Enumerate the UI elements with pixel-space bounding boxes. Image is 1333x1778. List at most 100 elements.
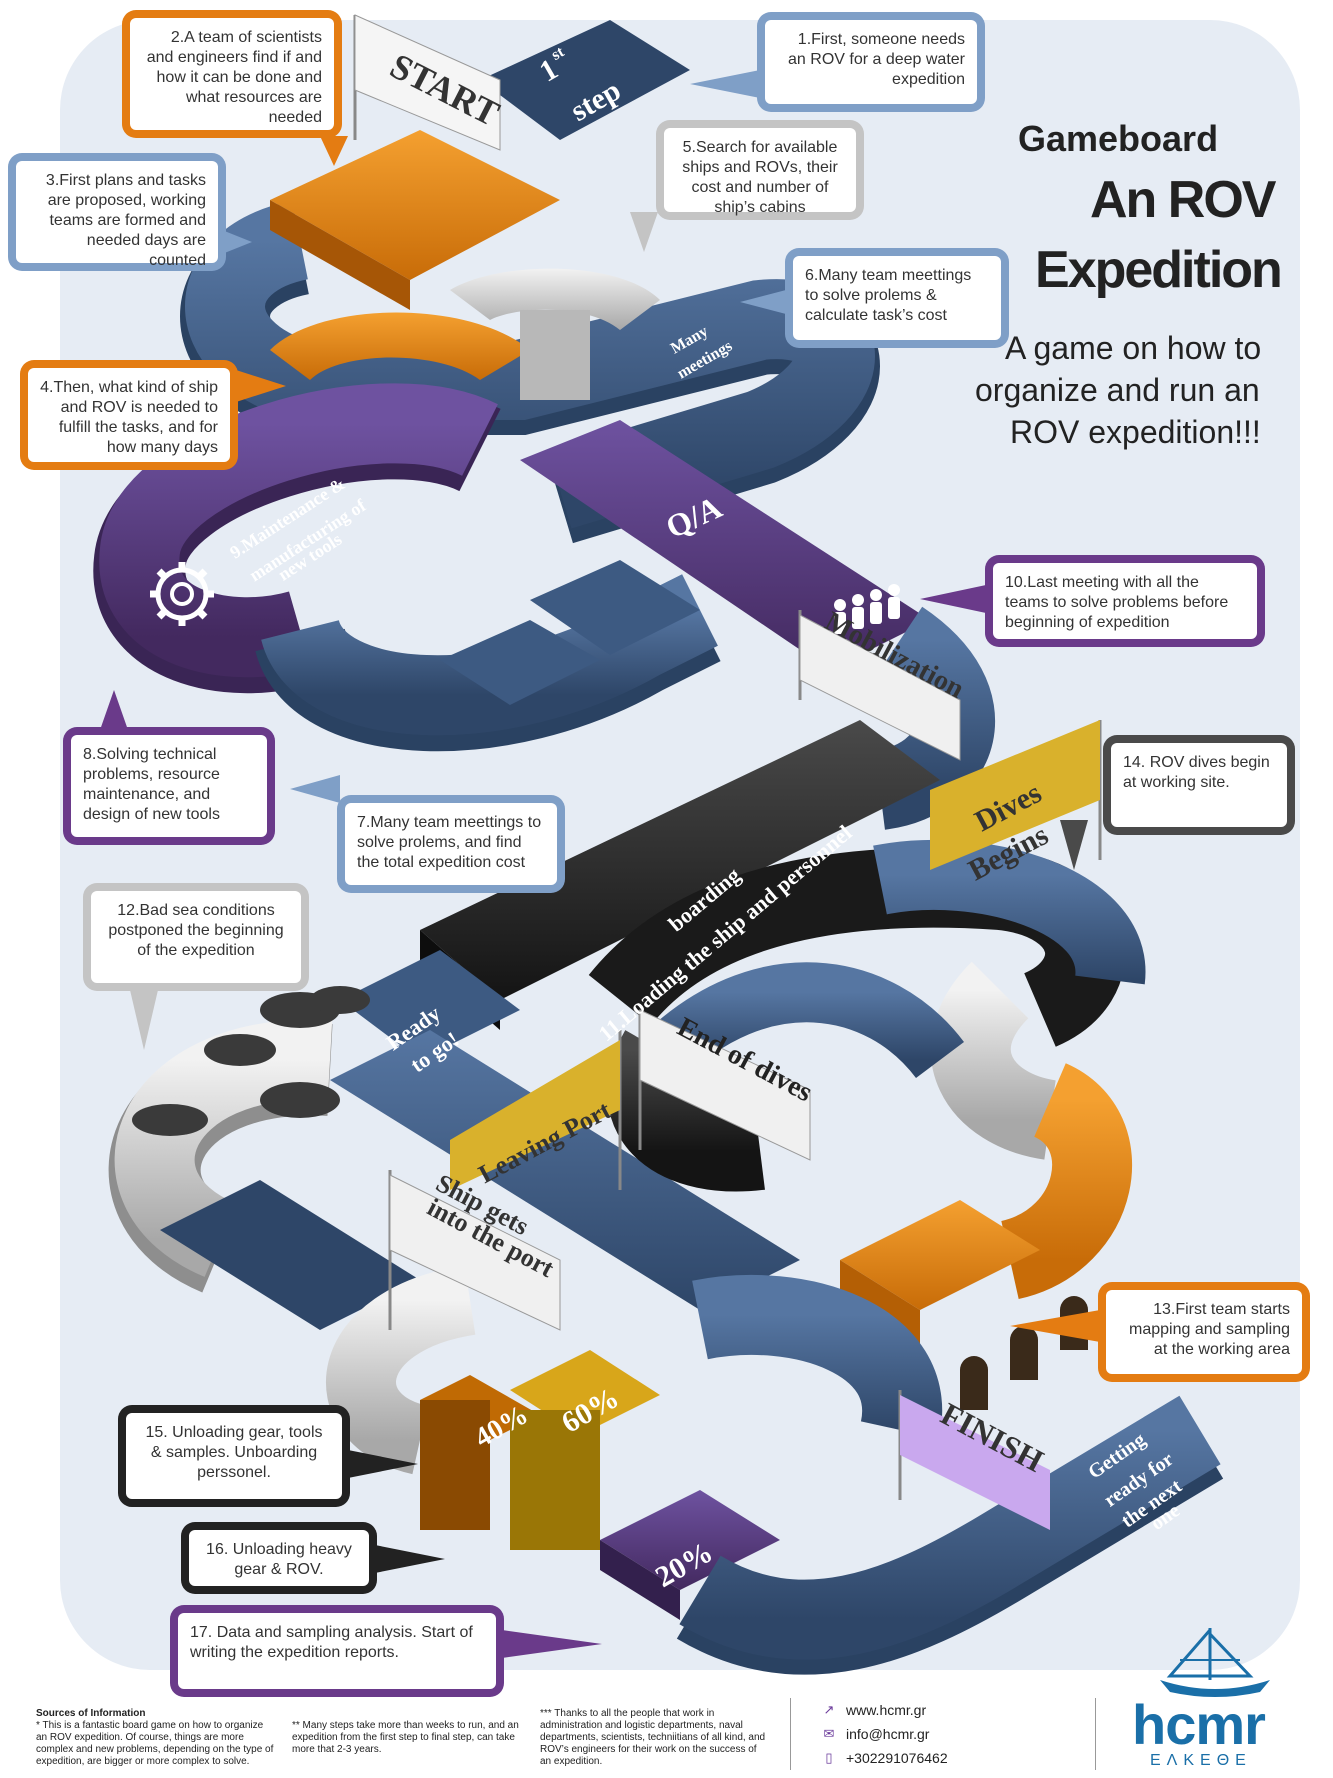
bubble-step-15: 15. Unloading gear, tools & samples. Unb… — [118, 1405, 350, 1507]
bubble-step-8: 8.Solving technical problems, resource m… — [63, 727, 275, 845]
bubble-step-15-tail — [348, 1450, 418, 1478]
leaving-port-flag — [450, 1040, 620, 1190]
footer-sources-title: Sources of Information — [36, 1708, 146, 1719]
dives-gray — [930, 961, 1058, 1160]
port-flag — [389, 1174, 561, 1331]
block-40 — [420, 1400, 490, 1530]
bubble-step-6: 6.Many team meettings to solve prolems &… — [785, 248, 1009, 348]
bubble-step-2: 2.A team of scientists and engineers fin… — [122, 10, 342, 138]
footer-note-2: ** Many steps take more than weeks to ru… — [292, 1720, 519, 1755]
bubble-step-12-tail — [130, 990, 158, 1050]
ready-tile — [340, 950, 520, 1060]
end-dives-flag — [639, 1009, 811, 1161]
bubble-step-5: 5.Search for available ships and ROVs, t… — [656, 120, 864, 220]
bubble-step-6-tail — [740, 290, 786, 314]
block-60 — [510, 1410, 600, 1550]
bubble-step-3-text: 3.First plans and tasks are proposed, wo… — [16, 161, 218, 269]
bubble-step-2-tail — [320, 136, 348, 166]
gear-icon — [150, 562, 214, 626]
link-icon: ↗ — [823, 1702, 835, 1717]
bubble-step-5-text: 5.Search for available ships and ROVs, t… — [664, 128, 856, 216]
start-tile-side — [270, 200, 410, 310]
contact-website[interactable]: ↗ www.hcmr.gr — [822, 1702, 927, 1718]
bubble-step-7: 7.Many team meettings to solve prolems, … — [337, 795, 565, 893]
footer-note-1: * This is a fantastic board game on how … — [36, 1720, 274, 1767]
bubble-step-16-tail — [375, 1545, 445, 1573]
bubble-step-7-text: 7.Many team meettings to solve prolems, … — [345, 803, 557, 885]
title-an-rov: An ROV — [1090, 171, 1276, 229]
bubble-step-4-tail — [236, 370, 286, 402]
purple-straight — [520, 420, 930, 670]
bubble-step-5-tail — [630, 212, 658, 252]
orange-block-top — [840, 1200, 1040, 1310]
contact-website-text: www.hcmr.gr — [846, 1702, 927, 1718]
bubble-step-17-tail — [502, 1630, 602, 1658]
contact-phone-text: +302291076462 — [846, 1750, 948, 1766]
bubble-step-6-text: 6.Many team meettings to solve prolems &… — [793, 256, 1001, 340]
orange-curve-tile — [270, 312, 530, 380]
bubble-step-3-tail — [222, 230, 252, 254]
dives-loop-blue — [873, 839, 1146, 985]
bubble-step-8-text: 8.Solving technical problems, resource m… — [71, 735, 267, 837]
bubble-step-4: 4.Then, what kind of ship and ROV is nee… — [20, 360, 238, 470]
loading-strip — [420, 720, 940, 1000]
purple-loop — [99, 383, 498, 678]
bubble-step-10: 10.Last meeting with all the teams to so… — [985, 555, 1265, 647]
gray-curve-tile — [450, 268, 660, 330]
footer-note-3: *** Thanks to all the people that work i… — [540, 1708, 766, 1767]
port-road — [330, 1030, 800, 1310]
lower-blue-curve — [692, 1274, 943, 1439]
bubble-step-10-text: 10.Last meeting with all the teams to so… — [993, 563, 1257, 639]
bubble-step-16: 16. Unloading heavy gear & ROV. — [181, 1522, 377, 1594]
bubble-step-8-tail — [100, 690, 128, 730]
envelope-icon: ✉ — [823, 1726, 835, 1741]
title-expedition: Expedition — [1035, 241, 1283, 299]
subtitle-1: A game on how to — [1005, 330, 1262, 366]
bubble-step-10-tail — [920, 585, 986, 613]
contact-email[interactable]: ✉ info@hcmr.gr — [822, 1726, 930, 1742]
dives-flag — [930, 720, 1100, 870]
bubble-step-12-text: 12.Bad sea conditions postponed the begi… — [91, 891, 301, 983]
bubble-step-17-text: 17. Data and sampling analysis. Start of… — [178, 1613, 496, 1689]
contact-email-text: info@hcmr.gr — [846, 1726, 930, 1742]
bubble-step-1: 1.First, someone needs an ROV for a deep… — [757, 12, 985, 112]
footer-divider — [790, 1698, 791, 1770]
lower-left-tile — [160, 1180, 420, 1330]
blue-block-1 — [530, 560, 700, 655]
ship-logo-icon — [1160, 1628, 1270, 1697]
bubble-step-1-text: 1.First, someone needs an ROV for a deep… — [765, 20, 977, 104]
title-gameboard: Gameboard — [1018, 118, 1219, 159]
finish-path — [679, 1395, 1221, 1660]
phone-icon: ▯ — [825, 1750, 833, 1765]
bubble-step-7-tail — [290, 775, 340, 803]
block-20-side — [600, 1540, 680, 1620]
bubble-step-16-text: 16. Unloading heavy gear & ROV. — [189, 1530, 369, 1586]
bubble-step-14: 14. ROV dives begin at working site. — [1103, 735, 1295, 835]
subtitle-2: organize and run an — [975, 372, 1260, 408]
contact-phone[interactable]: ▯ +302291076462 — [822, 1750, 948, 1766]
bubble-step-13: 13.First team starts mapping and samplin… — [1098, 1282, 1310, 1382]
bubble-step-14-tail — [1060, 820, 1088, 870]
logo-subtitle: ΕΛΚΕΘΕ — [1150, 1752, 1252, 1769]
bubble-step-13-tail — [1010, 1310, 1100, 1342]
bubble-step-12: 12.Bad sea conditions postponed the begi… — [83, 883, 309, 991]
gray-pillar — [520, 310, 590, 400]
dives-orange — [999, 1063, 1133, 1300]
bubble-step-14-text: 14. ROV dives begin at working site. — [1111, 743, 1287, 827]
port-gray-curve — [326, 1265, 477, 1475]
end-dives-blue — [638, 962, 964, 1082]
subtitle-3: ROV expedition!!! — [1010, 414, 1261, 450]
start-flag — [354, 14, 501, 151]
start-tile — [270, 130, 560, 280]
bubble-step-15-text: 15. Unloading gear, tools & samples. Unb… — [126, 1413, 342, 1499]
finish-flag — [900, 1395, 1050, 1530]
people-icon — [834, 584, 900, 634]
block-20-top — [600, 1490, 780, 1590]
blue-block-2 — [440, 620, 600, 705]
bubble-step-13-text: 13.First team starts mapping and samplin… — [1106, 1290, 1302, 1374]
logo-hcmr: hcmr — [1132, 1693, 1266, 1756]
bubble-step-17: 17. Data and sampling analysis. Start of… — [170, 1605, 504, 1697]
storm-clouds-icon — [132, 986, 370, 1136]
first-step-tile — [480, 20, 690, 140]
